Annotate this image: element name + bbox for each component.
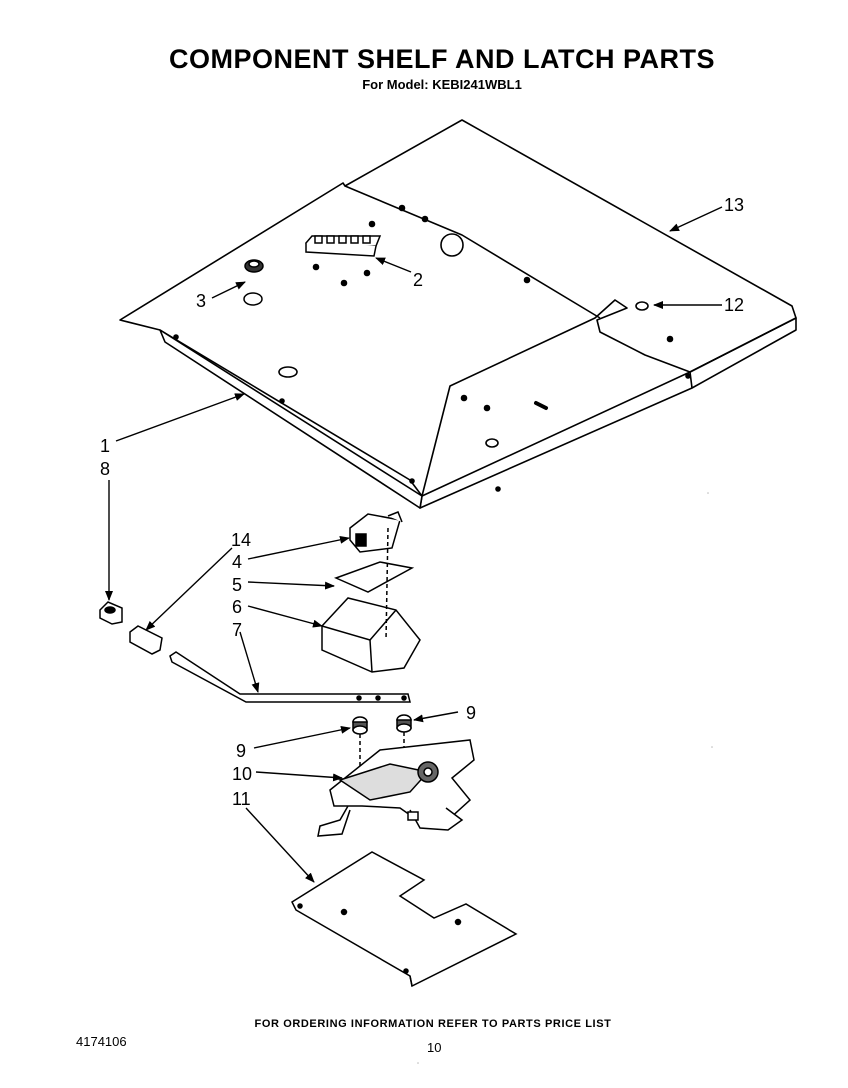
model-subtitle: For Model: KEBI241WBL1 [362,77,522,92]
callout-14: 14 [231,530,251,550]
leader-7 [239,631,260,693]
callout-8: 8 [100,459,110,479]
scan-specks [417,492,713,1064]
callout-6: 6 [232,597,242,617]
leader-6 [247,605,323,628]
callout-10: 10 [232,764,252,784]
latch-assembly-part [317,739,475,837]
leader-4 [247,535,350,560]
spacer-part-left [352,716,368,735]
callout-1: 1 [100,436,110,456]
grommet-part [243,259,264,306]
callout-9-left: 9 [236,741,246,761]
leader-9-right [413,711,459,723]
page-title: COMPONENT SHELF AND LATCH PARTS [169,44,715,74]
callout-4: 4 [232,552,242,572]
ordering-note: FOR ORDERING INFORMATION REFER TO PARTS … [254,1018,612,1030]
callout-9-right: 9 [466,703,476,723]
leader-3 [211,281,246,299]
switch-bracket-part [321,597,421,673]
callout-11: 11 [232,789,251,809]
callout-12: 12 [724,295,744,315]
callout-numbers: 13 2 3 12 1 8 14 4 5 6 7 9 9 10 11 [100,195,744,809]
latch-cover-plate-part [291,851,518,988]
leader-9-left [253,725,351,749]
leader-10 [255,771,343,782]
spacer-part-right [396,714,412,733]
callout-5: 5 [232,575,242,595]
latch-handle-part [129,625,163,655]
leader-5 [247,581,335,590]
terminal-block-part [305,235,382,257]
component-shelf [119,119,797,509]
leader-lines [105,206,723,883]
leader-13 [669,206,723,232]
leader-1 [115,393,245,442]
assembly-line-switch [385,527,389,641]
callout-7: 7 [232,620,242,640]
leader-11 [245,807,315,883]
callout-13: 13 [724,195,744,215]
callout-3: 3 [196,291,206,311]
bumper-part [99,601,123,625]
leader-2 [375,257,412,273]
document-number: 4174106 [76,1034,127,1049]
page-number: 10 [427,1040,442,1055]
callout-2: 2 [413,270,423,290]
switch-part [349,511,403,553]
insulator-plate-part [333,561,415,593]
leader-14 [145,547,233,631]
latch-rod-part [169,651,411,703]
